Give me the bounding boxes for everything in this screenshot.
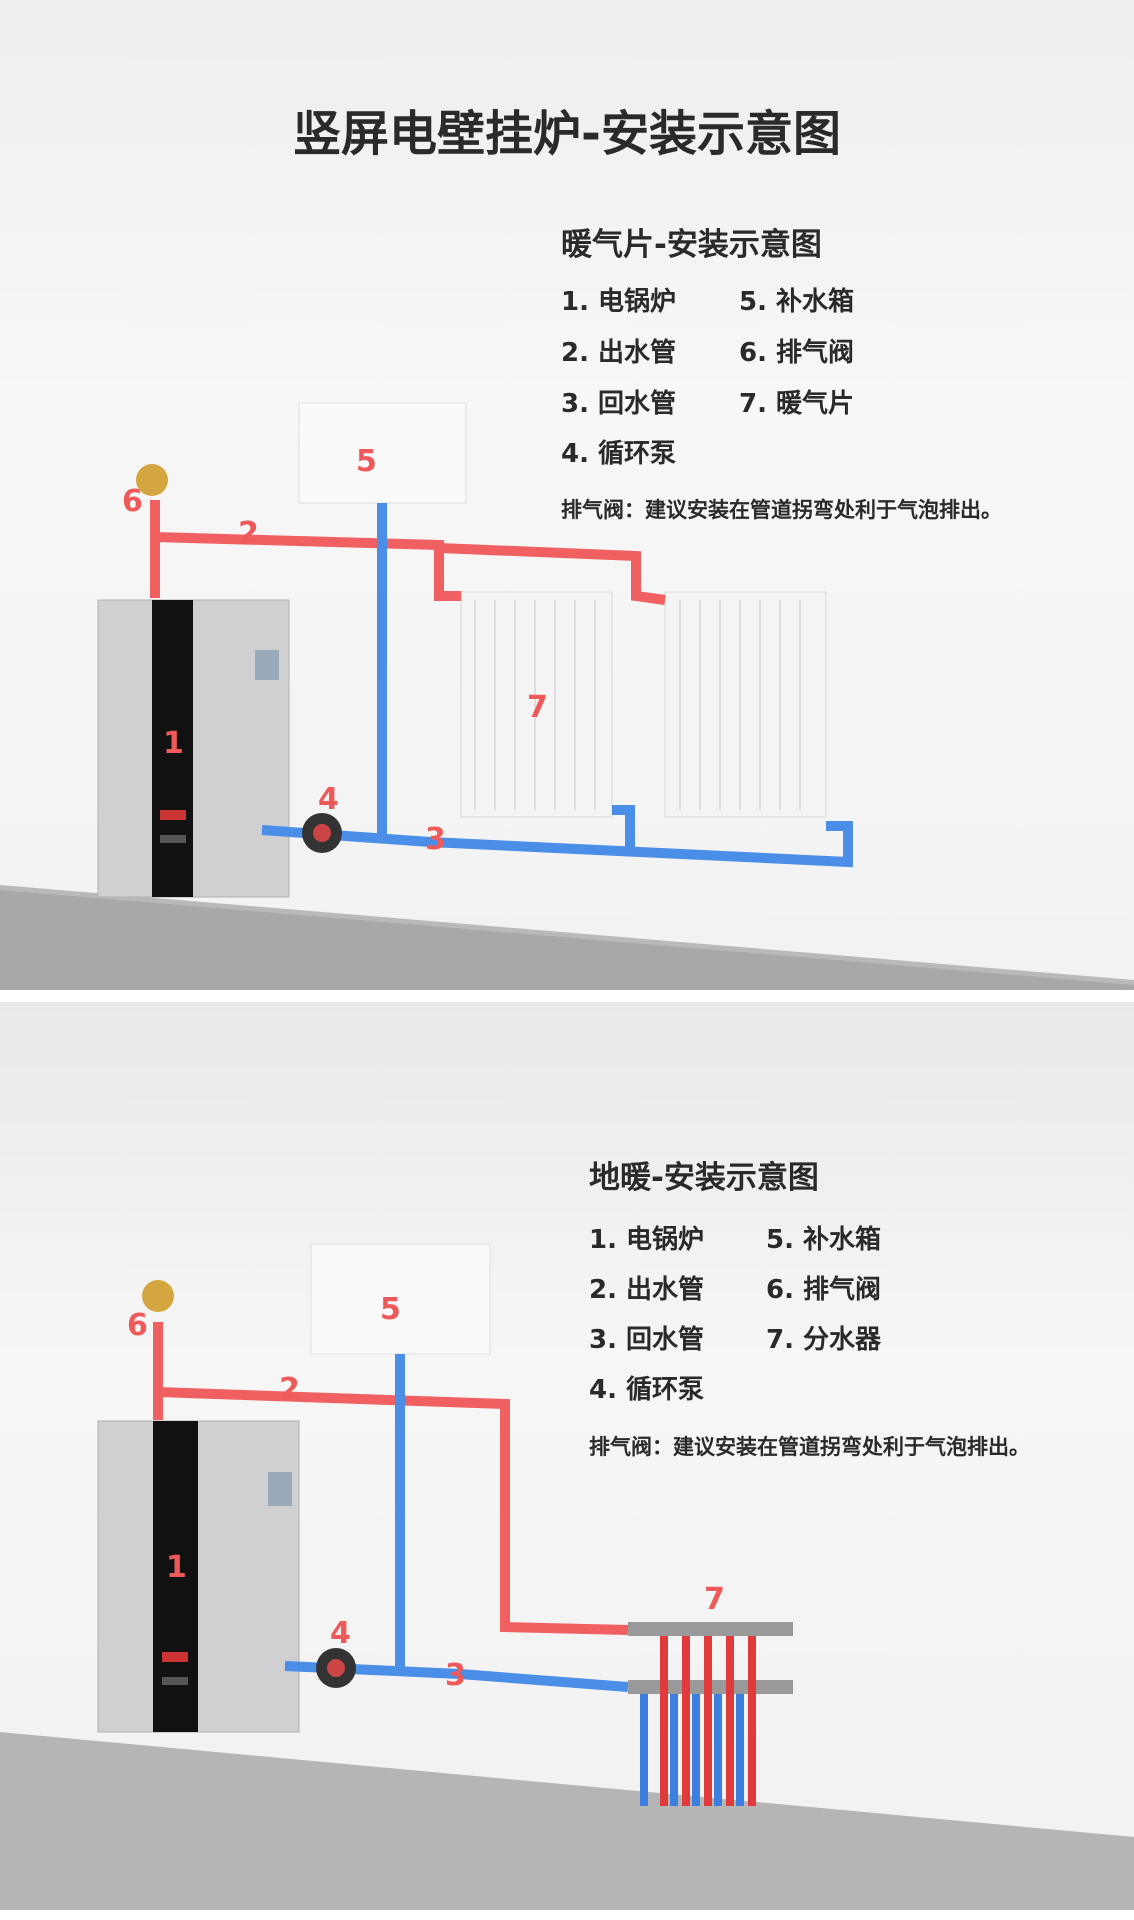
label-radiator: 7 (527, 690, 548, 725)
page-title: 竖屏电壁挂炉-安装示意图 (293, 106, 841, 162)
manifold (628, 1622, 793, 1806)
legend-item: 4. 循环泵 (561, 439, 677, 469)
outlet-pipe (153, 1322, 629, 1635)
label-air-vent: 6 (127, 1308, 148, 1343)
label-pump: 4 (330, 1616, 351, 1651)
label-tank: 5 (356, 444, 377, 479)
legend-item: 1. 电锅炉 (561, 287, 677, 317)
legend-item: 2. 出水管 (561, 338, 677, 368)
legend-item: 7. 分水器 (766, 1325, 882, 1355)
floor (0, 1732, 1134, 1910)
label-manifold: 7 (704, 1582, 725, 1617)
floor-heading: 地暖-安装示意图 (589, 1160, 819, 1196)
legend-item: 7. 暖气片 (739, 389, 855, 419)
label-boiler: 1 (166, 1550, 187, 1585)
note: 排气阀：建议安装在管道拐弯处利于气泡排出。 (589, 1435, 1030, 1459)
legend-item: 6. 排气阀 (739, 338, 855, 368)
electric-boiler (97, 1420, 300, 1733)
radiator-panel: 1 2 3 4 5 6 7 竖屏电壁挂炉-安装示意图 暖气片-安装示意图 1. … (0, 0, 1134, 990)
label-return-pipe: 3 (445, 1658, 466, 1693)
legend-item: 5. 补水箱 (766, 1225, 882, 1255)
electric-boiler (97, 599, 290, 898)
boiler-panel (152, 600, 193, 897)
water-tank (310, 1243, 491, 1355)
air-vent-valve (142, 1280, 174, 1312)
legend-item: 6. 排气阀 (766, 1275, 882, 1305)
legend-item: 5. 补水箱 (739, 287, 855, 317)
label-outlet-pipe: 2 (238, 516, 259, 551)
legend-item: 3. 回水管 (589, 1325, 705, 1355)
water-tank (298, 402, 467, 504)
floor-heating-panel: 1 2 3 4 5 6 7 地暖-安装示意图 1. 电锅炉 2. 出水管 3. … (0, 1002, 1134, 1910)
label-outlet-pipe: 2 (279, 1372, 300, 1407)
legend-item: 2. 出水管 (589, 1275, 705, 1305)
label-air-vent: 6 (122, 484, 143, 519)
note: 排气阀：建议安装在管道拐弯处利于气泡排出。 (561, 498, 1002, 522)
label-return-pipe: 3 (425, 822, 446, 857)
radiator-heading: 暖气片-安装示意图 (561, 227, 822, 263)
radiator-diagram (0, 402, 1134, 990)
outlet-pipe (150, 500, 461, 601)
legend-item: 4. 循环泵 (589, 1375, 705, 1405)
legend-item: 3. 回水管 (561, 389, 677, 419)
label-tank: 5 (380, 1292, 401, 1327)
air-vent-valve (136, 464, 168, 496)
legend-item: 1. 电锅炉 (589, 1225, 705, 1255)
label-pump: 4 (318, 782, 339, 817)
floor-heating-diagram (0, 1243, 1134, 1910)
label-boiler: 1 (163, 726, 184, 761)
